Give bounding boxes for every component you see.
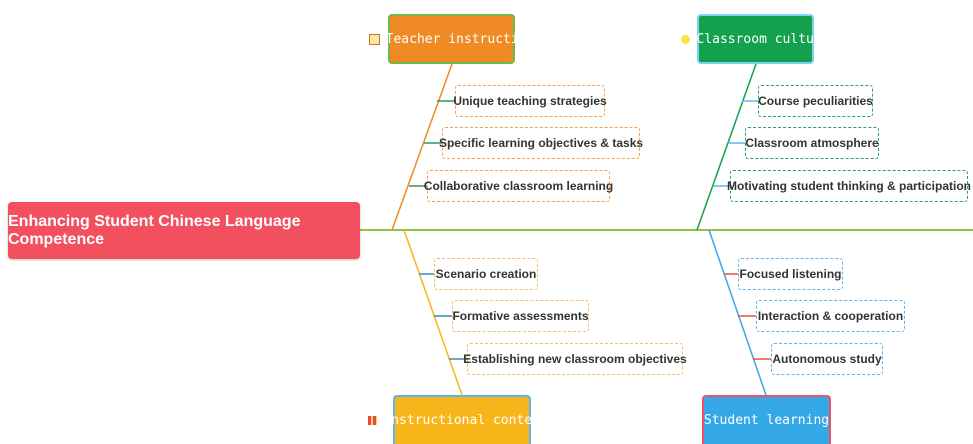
cause-label: Course peculiarities — [758, 94, 873, 108]
cause-classroom-atmosphere[interactable]: Classroom atmosphere — [745, 127, 879, 159]
cause-specific-learning-objectives[interactable]: Specific learning objectives & tasks — [438, 127, 644, 159]
cause-label: Classroom atmosphere — [745, 136, 879, 150]
cause-collaborative-classroom-learning[interactable]: Collaborative classroom learning — [423, 170, 614, 202]
cause-establishing-new-objectives[interactable]: Establishing new classroom objectives — [463, 343, 687, 375]
cause-unique-teaching-strategies[interactable]: Unique teaching strategies — [453, 85, 607, 117]
books-icon — [368, 416, 378, 425]
cause-formative-assessments[interactable]: Formative assessments — [452, 300, 589, 332]
cause-label: Autonomous study — [772, 352, 882, 366]
cause-label: Scenario creation — [435, 267, 537, 281]
category-label: Teacher instruction — [385, 31, 535, 47]
fishbone-head[interactable]: Enhancing Student Chinese Language Compe… — [8, 202, 360, 259]
cause-label: Establishing new classroom objectives — [463, 352, 687, 366]
bone-instructional-contents — [403, 229, 463, 396]
cause-label: Focused listening — [739, 267, 842, 281]
chalkboard-icon — [368, 33, 380, 45]
cause-motivating-student-thinking[interactable]: Motivating student thinking & participat… — [727, 170, 971, 202]
cause-focused-listening[interactable]: Focused listening — [738, 258, 843, 290]
bone-student-learning — [708, 229, 767, 396]
cause-interaction-cooperation[interactable]: Interaction & cooperation — [756, 300, 905, 332]
cause-label: Interaction & cooperation — [757, 309, 904, 323]
category-label: Student learning — [703, 413, 830, 428]
cause-label: Motivating student thinking & participat… — [727, 179, 971, 193]
head-label: Enhancing Student Chinese Language Compe… — [8, 212, 301, 248]
cause-scenario-creation[interactable]: Scenario creation — [434, 258, 538, 290]
lightbulb-icon — [681, 34, 691, 44]
category-teacher-instruction[interactable]: Teacher instruction — [368, 14, 534, 64]
category-classroom-culture[interactable]: Classroom culture — [681, 14, 830, 64]
category-student-learning[interactable]: Student learning — [702, 395, 831, 444]
cause-label: Unique teaching strategies — [453, 94, 607, 108]
category-label: Classroom culture — [696, 31, 830, 47]
category-label: Instructional contents — [383, 413, 556, 428]
cause-label: Collaborative classroom learning — [423, 179, 614, 193]
cause-label: Formative assessments — [452, 309, 589, 323]
category-instructional-contents[interactable]: Instructional contents — [368, 395, 556, 444]
cause-label: Specific learning objectives & tasks — [438, 136, 644, 150]
bone-teacher-instruction — [391, 63, 453, 231]
cause-course-peculiarities[interactable]: Course peculiarities — [758, 85, 873, 117]
bone-classroom-culture — [696, 63, 757, 231]
cause-autonomous-study[interactable]: Autonomous study — [771, 343, 883, 375]
